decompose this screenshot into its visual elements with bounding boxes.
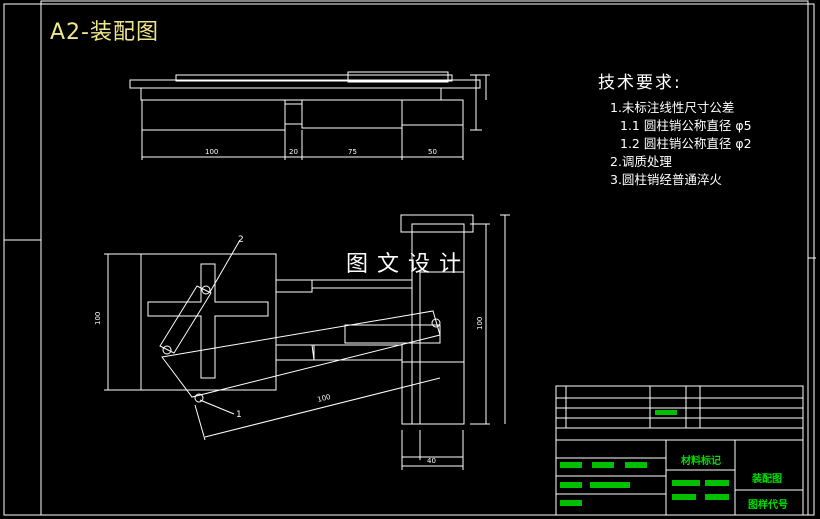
front-view-dimension-labels: 100 100 40 100 <box>94 312 484 465</box>
part-callouts: 2 1 <box>236 235 244 420</box>
requirement-item: 1.2 圆柱销公称直径 φ2 <box>620 136 752 151</box>
dim-label: 40 <box>427 457 436 465</box>
title-block-text: 材料标记 装配图 图样代号 <box>681 454 788 511</box>
drawing-border <box>3 0 816 516</box>
drawing-number-label: 图样代号 <box>748 498 788 511</box>
dim-label: 100 <box>94 312 102 325</box>
drawing-title: A2-装配图 <box>50 20 159 45</box>
dim-label: 20 <box>289 148 298 156</box>
title-block <box>555 385 804 516</box>
dim-label: 100 <box>317 393 332 404</box>
dim-label: 50 <box>428 148 437 156</box>
drawing-name: 装配图 <box>751 472 782 485</box>
top-view-dimension-labels: 100 20 75 50 <box>205 148 437 156</box>
requirement-item: 2.调质处理 <box>610 154 672 169</box>
requirement-item: 1.1 圆柱销公称直径 φ5 <box>620 118 752 133</box>
watermark-text: 图文设计 <box>346 252 471 277</box>
material-label: 材料标记 <box>681 454 721 467</box>
requirement-item: 1.未标注线性尺寸公差 <box>610 100 735 115</box>
technical-requirements-heading: 技术要求: <box>598 73 682 93</box>
requirement-item: 3.圆柱销经普通淬火 <box>610 172 722 187</box>
callout-number: 2 <box>238 235 244 245</box>
callout-number: 1 <box>236 410 242 420</box>
front-view <box>104 214 510 470</box>
title-block-fills <box>560 410 729 506</box>
dim-label: 100 <box>205 148 218 156</box>
dim-label: 100 <box>476 317 484 330</box>
dim-label: 75 <box>348 148 357 156</box>
top-view <box>129 71 490 160</box>
